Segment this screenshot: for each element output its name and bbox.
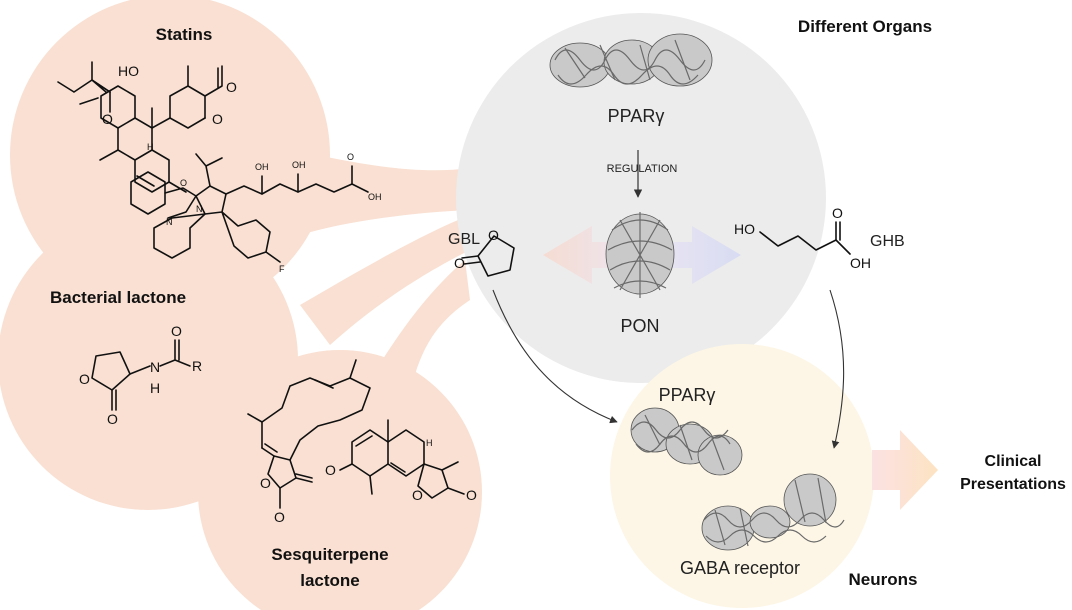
ppar-neuron-protein-image [630, 407, 743, 476]
statin-structure-1: HO O O O H [57, 61, 237, 193]
clinical-label-line1: Clinical [985, 453, 1042, 470]
peach-circles-group [0, 0, 482, 610]
statin-structure-2: N O N OH OH O OH F [130, 152, 382, 274]
statin2-oh1-label: OH [255, 162, 269, 172]
bacterial-lactone-label: Bacterial lactone [50, 288, 186, 307]
hsl-ring-o-label: O [79, 371, 90, 387]
gbl-to-neurons-arrow [492, 289, 618, 424]
gbl-carbonyl-o-label: O [454, 255, 465, 271]
sesquiterpene-structure-2: O O O H [325, 419, 477, 503]
sesquiterpene-label-line1: Sesquiterpene [271, 545, 388, 564]
ppar-neuron-label: PPARγ [659, 385, 716, 405]
neurons-circle [610, 344, 874, 608]
statin2-nh-label: N [166, 217, 173, 227]
ghb-ho-label: HO [734, 221, 755, 237]
statin2-acid-o-label: O [347, 152, 354, 162]
statin2-amide-o-label: O [180, 178, 187, 188]
gbl-ring-o-label: O [488, 227, 499, 243]
sesq1-ring-o-label: O [260, 475, 271, 491]
statins-label: Statins [156, 25, 213, 44]
statin2-acid-oh-label: OH [368, 192, 382, 202]
neurons-label: Neurons [849, 570, 918, 589]
gbl-structure: O O [454, 227, 515, 277]
sesq2-ketone-o-label: O [325, 462, 336, 478]
gbl-label: GBL [448, 231, 480, 248]
statin1-ho-label: HO [118, 63, 139, 79]
different-organs-label: Different Organs [798, 17, 932, 36]
sesquiterpene-structure-1: O O [247, 359, 371, 525]
sesquiterpene-circle [198, 350, 482, 610]
hsl-carbonyl-o-label: O [107, 411, 118, 427]
clinical-arrow [872, 430, 938, 510]
sesquiterpene-label-line2: lactone [300, 571, 360, 590]
connector-statins-to-organs [295, 150, 470, 235]
statin1-carbonyl-o-label: O [226, 79, 237, 95]
sesq2-h-label: H [426, 438, 433, 448]
statin2-n-label: N [196, 204, 203, 214]
sesq2-ring-o-label: O [412, 487, 423, 503]
statin1-ring-o-label: O [212, 111, 223, 127]
ghb-to-gaba-arrow [829, 289, 845, 449]
ppar-top-label: PPARγ [608, 106, 665, 126]
statin1-h-label: H [147, 142, 154, 152]
sesq1-carbonyl-o-label: O [274, 509, 285, 525]
hsl-nh-h-label: H [150, 380, 160, 396]
sesq2-carbonyl-o-label: O [466, 487, 477, 503]
pon-protein-image [605, 212, 675, 298]
ppar-top-protein-image [549, 33, 713, 88]
gaba-receptor-protein-image [701, 473, 845, 551]
regulation-label: REGULATION [607, 163, 678, 175]
statin2-oh2-label: OH [292, 160, 306, 170]
pon-label: PON [620, 316, 659, 336]
ghb-structure: HO O OH [734, 205, 871, 271]
ghb-label: GHB [870, 233, 905, 250]
statin1-ester-o-label: O [102, 111, 113, 127]
ghb-carbonyl-o-label: O [832, 205, 843, 221]
homoserine-lactone-structure: O O N H O R [79, 323, 202, 427]
ghb-oh-label: OH [850, 255, 871, 271]
statin2-f-label: F [279, 264, 285, 274]
different-organs-circle [456, 13, 826, 383]
hsl-r-label: R [192, 358, 202, 374]
connector-bacterial-to-organs [300, 215, 470, 345]
clinical-label-line2: Presentations [960, 476, 1066, 493]
hsl-n-label: N [150, 359, 160, 375]
hsl-amide-o-label: O [171, 323, 182, 339]
gaba-receptor-label: GABA receptor [680, 558, 800, 578]
